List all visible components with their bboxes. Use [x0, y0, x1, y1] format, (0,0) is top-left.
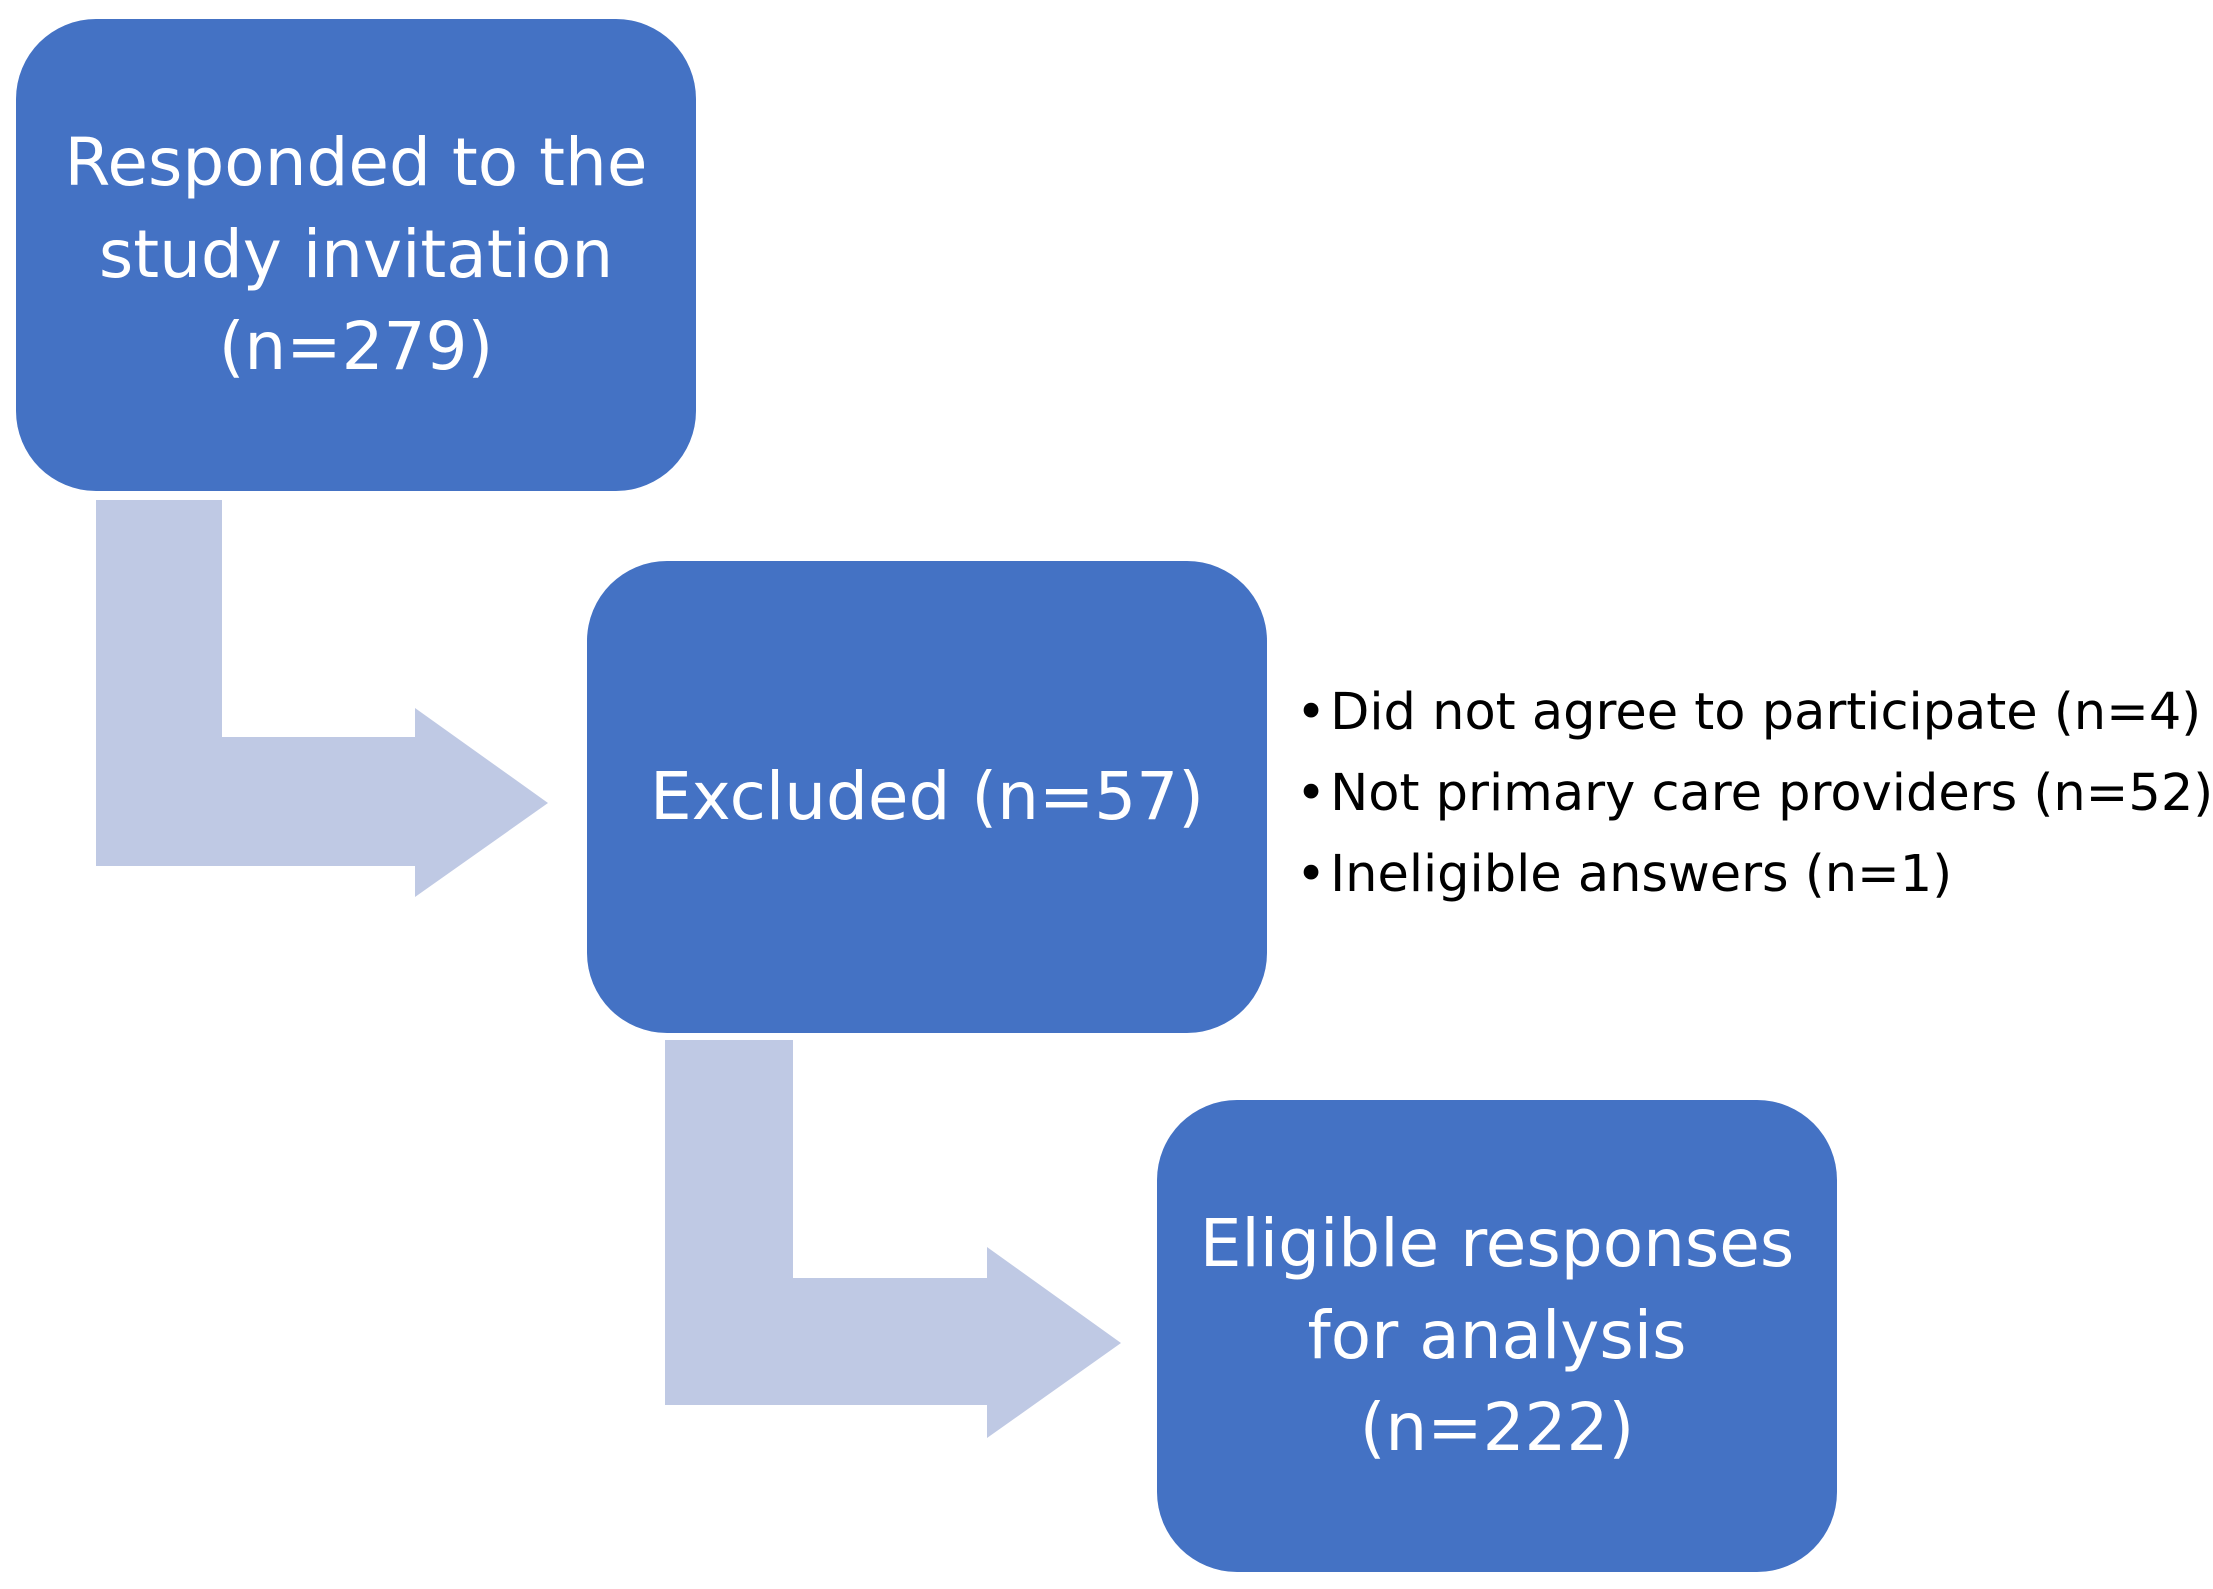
- node-eligible-label: Eligible responses for analysis (n=222): [1199, 1205, 1795, 1466]
- exclusion-reason-item: Not primary care providers (n=52): [1296, 753, 2213, 834]
- exclusion-reason-item: Did not agree to participate (n=4): [1296, 672, 2213, 753]
- node-eligible: Eligible responses for analysis (n=222): [1157, 1100, 1837, 1572]
- node-excluded-label: Excluded (n=57): [649, 758, 1205, 835]
- node-responded-label: Responded to the study invitation (n=279…: [64, 124, 648, 385]
- node-responded: Responded to the study invitation (n=279…: [16, 19, 696, 491]
- bent-arrow-excluded-to-eligible: [665, 1040, 1121, 1438]
- exclusion-reasons-list: Did not agree to participate (n=4) Not p…: [1296, 672, 2213, 915]
- node-excluded: Excluded (n=57): [587, 561, 1267, 1033]
- exclusion-reason-item: Ineligible answers (n=1): [1296, 834, 2213, 915]
- bent-arrow-responded-to-excluded: [96, 500, 548, 897]
